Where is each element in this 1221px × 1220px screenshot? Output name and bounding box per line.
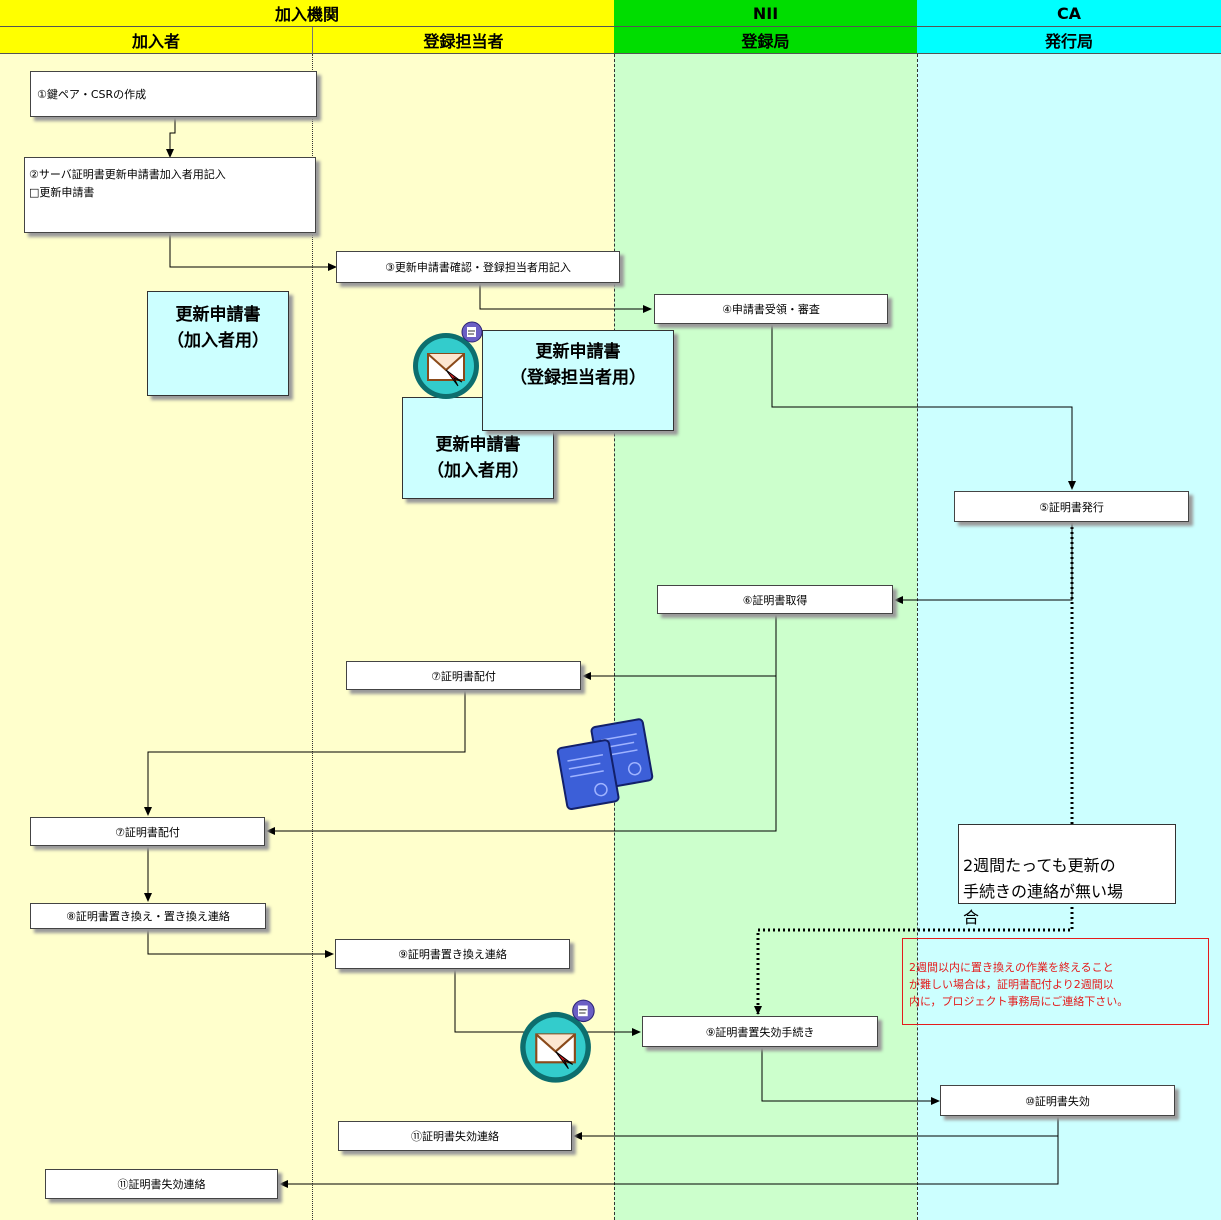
connector-3-4 (479, 283, 652, 313)
step-11b-box: ⑪証明書失効連絡 (45, 1169, 278, 1199)
step-4-box: ④申請書受領・審査 (654, 294, 888, 324)
connector-6-7a (582, 614, 777, 680)
connector-5-6 (894, 522, 1073, 604)
step-11b-label: ⑪証明書失効連絡 (117, 1178, 206, 1191)
connector-2-3 (169, 233, 337, 271)
connector-4-5 (771, 324, 1076, 490)
connector-6-7b (266, 676, 777, 835)
header-issuer-label: 発行局 (1044, 32, 1093, 51)
step-7b-label: ⑦証明書配付 (115, 825, 180, 839)
connector-9b-10 (761, 1047, 940, 1105)
mail-icon (520, 999, 595, 1083)
connector-1-2 (166, 117, 176, 158)
step-9b-box: ⑨証明書置失効手続き (642, 1016, 878, 1047)
lane-issuer-bg (917, 0, 1221, 1220)
step-7a-label: ⑦証明書配付 (431, 669, 496, 683)
timeout-callout: 2週間たっても更新の 手続きの連絡が無い場 合 (958, 824, 1176, 927)
step-7a-box: ⑦証明書配付 (346, 661, 581, 690)
step-9a-label: ⑨証明書置き換え連絡 (398, 948, 507, 961)
connector-timeout (754, 522, 1074, 1015)
divider-subscriber-registrar (312, 54, 313, 1220)
document-registrar: 更新申請書 （登録担当者用） (482, 330, 674, 431)
step-9a-box: ⑨証明書置き換え連絡 (335, 939, 570, 969)
document-subscriber: 更新申請書 （加入者用） (147, 291, 289, 396)
header-issuer: 発行局 (917, 27, 1221, 54)
header-org: 加入機関 (0, 0, 614, 27)
header-subscriber-label: 加入者 (131, 32, 180, 51)
divider-nii-ca (917, 54, 918, 1220)
certificate-icon (556, 718, 654, 811)
step-5-box: ⑤証明書発行 (954, 491, 1189, 522)
header-org-label: 加入機関 (274, 5, 339, 24)
document-registrar-subtitle: （登録担当者用） (510, 368, 646, 388)
header-nii: NII (614, 0, 917, 27)
header-ca-label: CA (1056, 3, 1082, 23)
document-subscriber-subtitle: （加入者用） (167, 331, 269, 351)
step-7b-box: ⑦証明書配付 (30, 817, 265, 846)
step-8-label: ⑧証明書置き換え・置き換え連絡 (66, 910, 230, 923)
connector-10-11a (573, 1116, 1059, 1140)
step-11a-label: ⑪証明書失効連絡 (411, 1130, 499, 1143)
document-subscriber-title: 更新申請書 (175, 305, 261, 325)
step-10-label: ⑩証明書失効 (1025, 1094, 1090, 1108)
step-11a-box: ⑪証明書失効連絡 (338, 1121, 572, 1151)
step-6-box: ⑥証明書取得 (657, 585, 893, 614)
connector-7a-7b (144, 690, 466, 816)
header-subscriber: 加入者 (0, 27, 312, 54)
header-registrar-label: 登録担当者 (423, 32, 504, 51)
step-1-box: ①鍵ペア・CSRの作成 (30, 71, 317, 117)
header-ra: 登録局 (614, 27, 917, 54)
step-3-box: ③更新申請書確認・登録担当者用記入 (336, 251, 620, 283)
mail-icon (413, 321, 483, 399)
connector-8-9a (147, 929, 334, 958)
step-1-label: ①鍵ペア・CSRの作成 (37, 88, 147, 101)
step-4-label: ④申請書受領・審査 (722, 303, 820, 316)
header-nii-label: NII (752, 3, 779, 23)
document-registrar-title: 更新申請書 (535, 342, 621, 362)
header-ra-label: 登録局 (741, 32, 790, 51)
step-9b-label: ⑨証明書置失効手続き (705, 1025, 815, 1039)
step-3-label: ③更新申請書確認・登録担当者用記入 (385, 261, 571, 274)
document-subscriber-2-subtitle: （加入者用） (427, 461, 529, 481)
step-5-label: ⑤証明書発行 (1039, 500, 1104, 514)
header-ca: CA (917, 0, 1221, 27)
timeout-callout-text: 2週間たっても更新の 手続きの連絡が無い場 合 (963, 856, 1124, 927)
step-2-box: ②サーバ証明書更新申請書加入者用記入 □更新申請書 (24, 157, 316, 233)
red-warning-note: 2週間以内に置き換えの作業を終えること が難しい場合は，証明書配付より2週間以 … (902, 938, 1209, 1025)
step-10-box: ⑩証明書失効 (940, 1085, 1175, 1116)
red-warning-note-text: 2週間以内に置き換えの作業を終えること が難しい場合は，証明書配付より2週間以 … (909, 961, 1129, 1008)
step-2-label: ②サーバ証明書更新申請書加入者用記入 □更新申請書 (29, 168, 226, 199)
document-subscriber-2-title: 更新申請書 (435, 435, 521, 455)
header-registrar: 登録担当者 (312, 27, 614, 54)
step-6-label: ⑥証明書取得 (742, 593, 808, 607)
divider-org-nii (614, 54, 615, 1220)
step-8-box: ⑧証明書置き換え・置き換え連絡 (30, 903, 266, 929)
connector-10-11b (279, 1136, 1059, 1188)
